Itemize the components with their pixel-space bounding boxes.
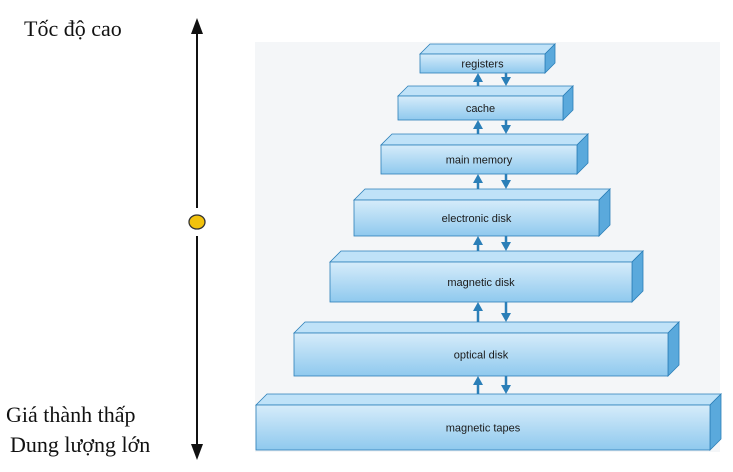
down-arrow-icon — [501, 180, 511, 189]
up-arrow-icon — [473, 376, 483, 385]
level-front-face — [380, 144, 578, 175]
level-label: magnetic tapes — [446, 423, 521, 435]
transfer-arrows-2 — [473, 174, 511, 189]
level-front-face — [293, 332, 669, 377]
axis-marker — [188, 214, 206, 230]
transfer-arrows-5 — [473, 376, 511, 394]
level-top-face — [329, 250, 644, 263]
up-arrow-icon — [473, 73, 483, 82]
up-arrow-icon — [473, 120, 483, 129]
hierarchy-level-6: magnetic tapes — [255, 393, 722, 451]
down-arrow-icon — [501, 313, 511, 322]
level-front-face — [255, 404, 711, 451]
up-arrow-icon — [473, 302, 483, 311]
level-label: optical disk — [454, 350, 509, 362]
hierarchy-level-2: main memory — [380, 133, 589, 175]
level-top-face — [353, 188, 611, 201]
axis-arrow-up-icon — [191, 18, 203, 34]
down-arrow-icon — [501, 125, 511, 134]
level-front-face — [419, 53, 546, 74]
level-top-face — [380, 133, 589, 146]
down-arrow-icon — [501, 385, 511, 394]
level-top-face — [419, 43, 556, 55]
hierarchy-level-1: cache — [397, 85, 574, 121]
high-speed-label: Tốc độ cao — [24, 16, 122, 41]
transfer-arrows-3 — [473, 236, 511, 251]
level-front-face — [353, 199, 600, 237]
level-top-face — [293, 321, 680, 334]
level-label: magnetic disk — [447, 277, 515, 289]
transfer-arrows-0 — [473, 73, 511, 86]
level-top-face — [255, 393, 722, 406]
down-arrow-icon — [501, 242, 511, 251]
level-label: cache — [466, 103, 495, 115]
axis-arrow-down-icon — [191, 444, 203, 460]
up-arrow-icon — [473, 236, 483, 245]
hierarchy-level-0: registers — [419, 43, 556, 74]
hierarchy-level-5: optical disk — [293, 321, 680, 377]
level-front-face — [397, 95, 564, 121]
hierarchy-level-4: magnetic disk — [329, 250, 644, 303]
level-front-face — [329, 261, 633, 303]
transfer-arrows-4 — [473, 302, 511, 322]
up-arrow-icon — [473, 174, 483, 183]
level-label: registers — [461, 59, 504, 71]
hierarchy-level-3: electronic disk — [353, 188, 611, 237]
level-label: electronic disk — [442, 213, 512, 225]
transfer-arrows-1 — [473, 120, 511, 134]
low-cost-label: Giá thành thấp — [6, 402, 136, 427]
large-capacity-label: Dung lượng lớn — [10, 432, 151, 457]
level-label: main memory — [446, 155, 513, 167]
level-top-face — [397, 85, 574, 97]
down-arrow-icon — [501, 77, 511, 86]
